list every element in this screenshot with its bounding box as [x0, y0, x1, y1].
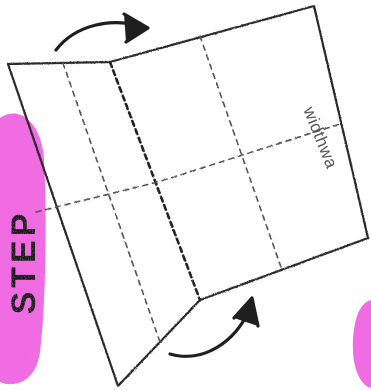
- pink-blob: [353, 300, 371, 388]
- paper-outline: [8, 6, 368, 386]
- step-label-text: STEP: [5, 210, 43, 315]
- horizontal-crease-line: [36, 124, 340, 212]
- curved-arrow-icon: [56, 14, 148, 50]
- center-fold-line: [110, 62, 200, 300]
- step-label: STEP: [5, 210, 43, 315]
- fold-lines: [36, 36, 340, 342]
- curved-arrow-icon: [170, 298, 258, 356]
- right-crease-line: [200, 36, 282, 270]
